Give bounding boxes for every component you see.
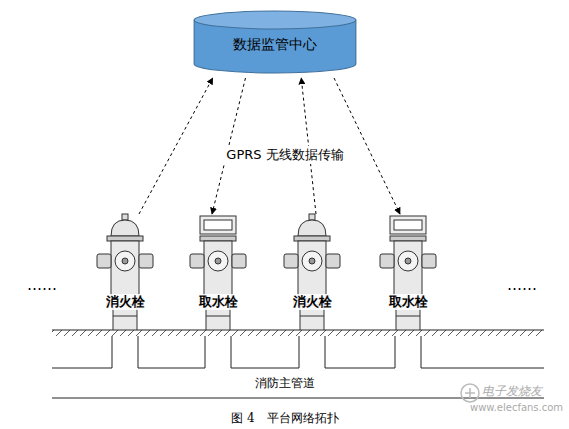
hydrant-drawing: [186, 212, 250, 330]
pipes: [52, 336, 544, 398]
hydrant-drawing: [93, 212, 157, 330]
hydrant-drawing: [376, 212, 440, 330]
hydrant-label: 消火栓: [105, 294, 146, 310]
watermark: 电子发烧友: [482, 383, 542, 400]
hydrant-label: 取水栓: [198, 294, 239, 310]
hydrant: 消火栓: [93, 212, 157, 330]
watermark-logo: [461, 384, 479, 402]
figure-caption: 图 4 平台网络拓扑: [231, 410, 338, 427]
database-cylinder: 数据监管中心: [193, 10, 357, 74]
hydrant-label: 消火栓: [292, 294, 333, 310]
ellipsis: ……: [507, 276, 537, 294]
hydrant-drawing: [280, 212, 344, 330]
watermark: www.elecfans.com: [470, 402, 563, 413]
hydrant: 取水栓: [376, 212, 440, 330]
hydrant: 消火栓: [280, 212, 344, 330]
wireless-link: [139, 78, 213, 214]
center-label: 数据监管中心: [193, 36, 357, 54]
ground-hatch: [52, 330, 544, 336]
pipe-label: 消防主管道: [255, 375, 315, 392]
hydrant-label: 取水栓: [388, 294, 429, 310]
hydrant: 取水栓: [186, 212, 250, 330]
link-label: GPRS 无线数据传输: [223, 146, 346, 164]
ellipsis: ……: [27, 276, 57, 294]
